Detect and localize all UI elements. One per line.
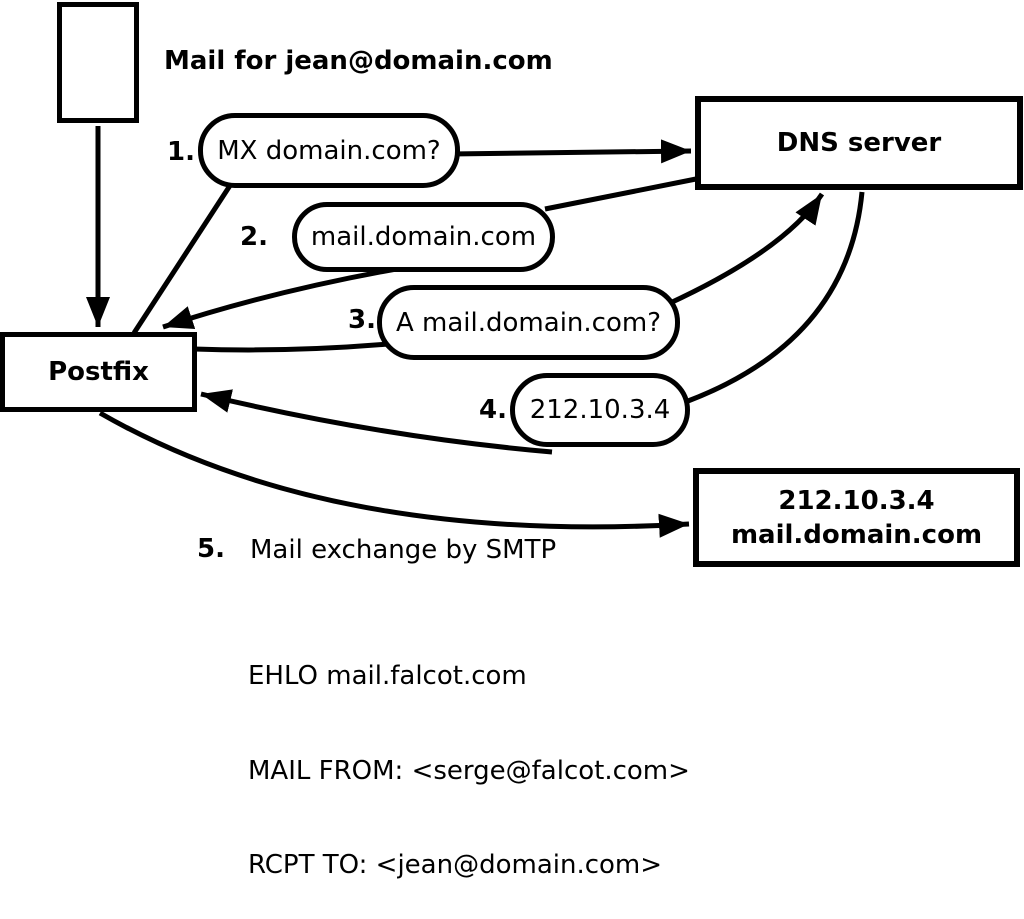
step-2-number: 2.	[240, 222, 268, 252]
arrow-a-query-to-dns	[666, 192, 825, 307]
postfix-box: Postfix	[0, 332, 197, 412]
line-postfix-to-mx-query	[131, 182, 234, 335]
step-3-bubble-a-query: A mail.domain.com?	[377, 285, 680, 360]
arrow-a-answer-to-postfix	[200, 389, 553, 455]
step-4-number: 4.	[479, 395, 507, 425]
postfix-label: Postfix	[48, 357, 149, 387]
mail-server-hostname: mail.domain.com	[730, 519, 983, 550]
step-4-label: 212.10.3.4	[529, 395, 671, 425]
line-dns-to-a-answer	[687, 191, 865, 404]
smtp-line: RCPT TO: <jean@domain.com>	[248, 850, 663, 880]
dns-server-box: DNS server	[695, 96, 1023, 190]
step-1-bubble-mx-query: MX domain.com?	[198, 113, 460, 188]
step-4-bubble-a-answer: 212.10.3.4	[510, 373, 690, 447]
arrow-mx-query-to-dns	[449, 139, 692, 164]
step-1-number: 1.	[167, 137, 195, 167]
dns-server-label: DNS server	[776, 128, 942, 158]
smtp-line: EHLO mail.falcot.com	[248, 661, 527, 691]
step-3-label: A mail.domain.com?	[396, 307, 661, 338]
step-5-number: 5.	[197, 534, 225, 564]
mail-server-ip: 212.10.3.4	[778, 485, 935, 516]
smtp-line: MAIL FROM: <serge@falcot.com>	[248, 755, 690, 786]
mail-server-box: 212.10.3.4 mail.domain.com	[693, 468, 1020, 567]
step-2-bubble-mx-answer: mail.domain.com	[292, 202, 555, 272]
line-dns-to-mx-answer	[544, 176, 697, 212]
step-5-label: Mail exchange by SMTP	[250, 535, 557, 565]
step-2-label: mail.domain.com	[310, 222, 537, 252]
smtp-session-transcript: EHLO mail.falcot.com MAIL FROM: <serge@f…	[248, 598, 690, 919]
step-3-number: 3.	[348, 305, 376, 335]
step-1-label: MX domain.com?	[217, 135, 441, 166]
mail-message-icon	[57, 2, 139, 123]
diagram-title: Mail for jean@domain.com	[164, 46, 553, 76]
arrow-postfix-to-mailserver-smtp	[98, 410, 690, 538]
